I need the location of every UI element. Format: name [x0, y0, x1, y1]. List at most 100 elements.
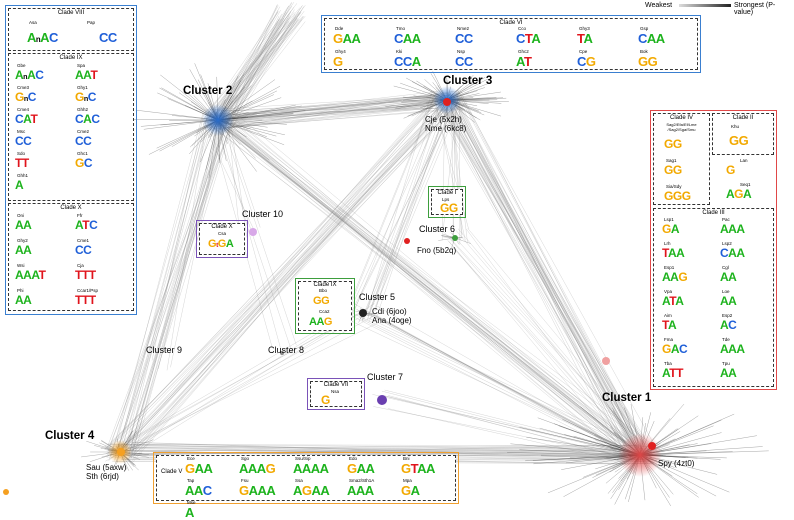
motif-logo: AAA	[347, 484, 374, 497]
motif-logo: AA	[15, 244, 31, 257]
motif-logo: CAA	[638, 32, 665, 45]
motif-logo: CG	[577, 55, 596, 68]
structure-node	[249, 228, 257, 236]
motif-logo: AnAC	[27, 31, 58, 46]
cluster-5-label: Cluster 5	[359, 292, 395, 302]
cluster-hub	[618, 433, 662, 477]
motif-logo: AAT	[75, 69, 97, 82]
motif-logo: TA	[577, 32, 592, 45]
structure-node	[404, 238, 410, 244]
node-label-sth: Sth (6rjd)	[86, 472, 119, 481]
clade-iii-title: Clade III	[654, 210, 773, 216]
node-label-cje: Cje (5x2h)	[425, 115, 462, 124]
edge	[128, 101, 433, 458]
motif-logo: GAA	[185, 462, 212, 475]
edge	[218, 10, 281, 116]
edge	[118, 110, 445, 453]
motif-logo: AT	[516, 55, 531, 68]
motif-logo: CC	[15, 135, 31, 148]
edge	[229, 14, 282, 121]
edge	[213, 12, 295, 117]
edge	[350, 102, 432, 305]
edge	[228, 5, 277, 124]
motif-logo: GG	[664, 138, 682, 151]
motif-logo: TTT	[75, 269, 96, 282]
motif-logo: GAA	[347, 462, 374, 475]
clade-x-title: Clade X	[9, 205, 133, 211]
motif-logo: GAAA	[239, 484, 275, 497]
motif-logo: GnC	[15, 91, 36, 105]
motif-name: Khu	[731, 124, 739, 129]
motif-logo: AAA	[720, 343, 745, 356]
edge	[377, 306, 640, 458]
edge	[225, 128, 650, 465]
cluster-7-label: Cluster 7	[367, 372, 403, 382]
motif-logo: AAAA	[293, 462, 329, 475]
structure-node	[3, 489, 9, 495]
cluster-6-label: Cluster 6	[419, 224, 455, 234]
motif-name: Asa	[29, 20, 37, 25]
clade-ix-mid-box: Clade IX Bbo GG Cca2 AAG	[298, 281, 352, 331]
clade-i-box: Clade I Lps GG	[431, 189, 463, 215]
clade-iv-title: Clade IV	[654, 115, 709, 121]
edge	[453, 247, 650, 464]
motif-logo: AAAT	[15, 269, 45, 282]
motif-logo: AA	[720, 271, 736, 284]
clade-v-title: Clade V	[161, 469, 182, 475]
motif-logo: AGA	[726, 188, 751, 201]
motif-logo: AA	[720, 295, 736, 308]
structure-node	[602, 357, 610, 365]
node-label-fno: Fno (5b2q)	[417, 246, 456, 255]
edge	[456, 231, 642, 450]
motif-logo: CCA	[394, 55, 421, 68]
motif-logo: ATA	[662, 295, 683, 308]
motif-logo: GGG	[664, 190, 691, 203]
motif-logo: GA	[662, 223, 679, 236]
edge	[134, 125, 225, 458]
clade-viii-title: Clade VIII	[9, 10, 133, 16]
clade-vii-box: Clade VII Nsa G	[310, 381, 362, 407]
motif-logo: AAG	[309, 316, 332, 329]
clade-ii-box: Clade II Khu GG	[712, 113, 774, 155]
edge	[456, 93, 627, 459]
node-label-ana: Ana (4oge)	[372, 316, 412, 325]
structure-node	[359, 309, 367, 317]
motif-logo: CC	[455, 55, 473, 68]
motif-logo: AAG	[662, 271, 687, 284]
edge	[468, 228, 652, 449]
motif-logo: A	[185, 506, 194, 519]
clade-iv-subtitle: Sag2/Efa/Ef/Lme /Sag2/Sga/Smu	[654, 122, 709, 132]
structure-node	[117, 448, 125, 456]
clade-vii-title: Clade VII	[311, 382, 361, 388]
motif-logo: ATT	[662, 367, 683, 380]
cluster-3-label: Cluster 3	[443, 75, 492, 87]
motif-logo: TAA	[662, 247, 684, 260]
motif-logo: AA	[720, 367, 736, 380]
clade-x-mid-box: Clade X Csa GtGA	[199, 223, 245, 255]
edge	[112, 101, 454, 453]
edge	[446, 98, 641, 460]
edge	[132, 115, 227, 443]
clade-iv-box: Clade IV Sag2/Efa/Ef/Lme /Sag2/Sga/Smu G…	[653, 113, 710, 205]
motif-name: Pap	[87, 20, 95, 25]
cluster-9-label: Cluster 9	[146, 345, 182, 355]
motif-logo: AC	[720, 319, 736, 332]
motif-logo: GG	[729, 134, 748, 147]
motif-logo: AAC	[185, 484, 212, 497]
cluster-hub	[202, 104, 234, 136]
edge	[215, 112, 632, 464]
edge	[443, 231, 632, 446]
clade-i-title: Clade I	[432, 190, 462, 196]
motif-logo: GA	[401, 484, 420, 497]
clade-ix-title: Clade IX	[9, 55, 133, 61]
cluster-4-label: Cluster 4	[45, 430, 94, 442]
motif-logo: G	[321, 394, 330, 407]
motif-logo: GG	[440, 202, 458, 215]
legend-gradient	[679, 4, 731, 7]
motif-logo: GnC	[75, 91, 96, 105]
edge	[223, 119, 627, 461]
motif-logo: TT	[15, 157, 29, 170]
